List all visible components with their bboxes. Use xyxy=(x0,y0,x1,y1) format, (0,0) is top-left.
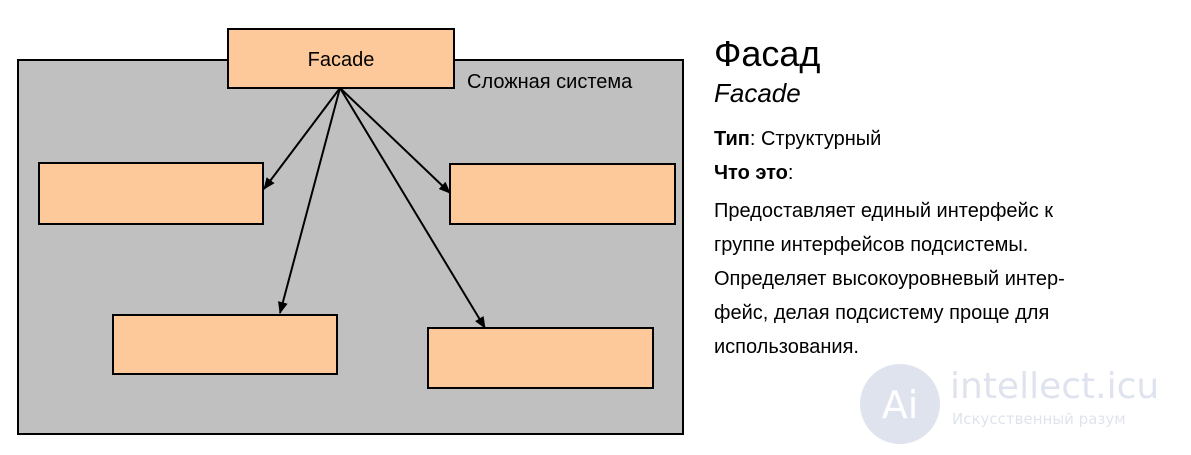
subsystem-box-bottom-left xyxy=(112,314,338,375)
watermark: Ai intellect.icu Искусственный разум xyxy=(858,362,1178,446)
complex-system-label: Сложная система xyxy=(467,71,633,93)
what-key: Что это xyxy=(714,162,788,184)
pattern-type-row: Тип: Структурный xyxy=(714,128,882,150)
type-key: Тип xyxy=(714,128,750,150)
facade-box xyxy=(227,28,455,89)
facade-box-label: Facade xyxy=(308,49,375,71)
what-is-row: Что это: xyxy=(714,156,1174,190)
logo-text: Ai xyxy=(882,383,919,427)
arrow-to-top-left xyxy=(263,87,341,190)
watermark-tagline: Искусственный разум xyxy=(952,410,1126,428)
pattern-info-panel: Фасад Facade Тип: Структурный Что это: П… xyxy=(714,30,1174,364)
subsystem-box-top-right xyxy=(449,163,676,225)
description-line: использования. xyxy=(714,336,859,358)
description-line: группе интерфейсов подсистемы. xyxy=(714,234,1029,256)
description-line: фейс, делая подсистему проще для xyxy=(714,302,1050,324)
arrow-to-bottom-left xyxy=(278,87,341,314)
subsystem-box-bottom-right xyxy=(427,327,654,389)
subsystem-box-top-left xyxy=(38,162,264,225)
description-line: Определяет высокоуровневый интер- xyxy=(714,268,1065,290)
watermark-name: intellect.icu xyxy=(950,366,1160,407)
description-line: Предоставляет единый интерфейс к xyxy=(714,200,1054,222)
type-value: Структурный xyxy=(760,128,882,150)
pattern-title: Фасад xyxy=(714,33,821,74)
arrow-to-bottom-right xyxy=(339,87,486,329)
facade-diagram: Сложная система Facade xyxy=(17,28,684,435)
pattern-subtitle: Facade xyxy=(714,78,801,108)
ai-logo-icon: Ai xyxy=(860,364,940,444)
arrow-to-top-right xyxy=(339,87,451,194)
pattern-description: Предоставляет единый интерфейс к группе … xyxy=(714,194,1174,364)
what-suffix: : xyxy=(787,162,794,184)
